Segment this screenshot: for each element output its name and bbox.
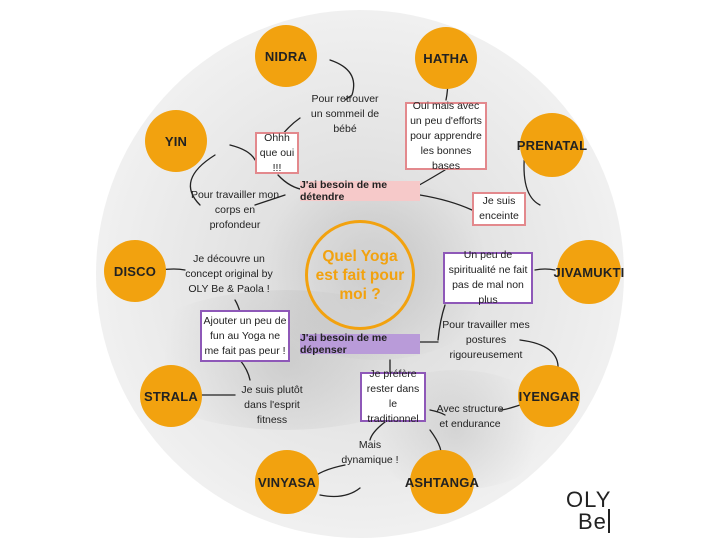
- node-ashtanga: ASHTANGA: [405, 450, 479, 514]
- label-dynamic: Mais dynamique !: [341, 439, 399, 466]
- connector: [229, 144, 256, 161]
- label-concept: Je découvre un concept original by OLY B…: [185, 253, 273, 295]
- box-pregnant: Je suis enceinte: [472, 192, 526, 226]
- node-strala: STRALA: [140, 365, 202, 427]
- node-hatha: HATHA: [415, 27, 477, 89]
- connector: [239, 359, 251, 381]
- box-ohhh: Ohhh que oui !!!: [255, 132, 299, 174]
- box-effort: Oui mais avec un peu d'efforts pour appr…: [405, 100, 487, 172]
- node-iyengar: IYENGAR: [518, 365, 580, 427]
- connector: [254, 194, 286, 206]
- banner-spend: J'ai besoin de me dépenser: [300, 332, 420, 356]
- box-fun: Ajouter un peu de fun au Yoga ne me fait…: [200, 310, 290, 362]
- node-nidra: NIDRA: [255, 25, 317, 87]
- center-question-text: Quel Yoga est fait pour moi ?: [315, 247, 405, 303]
- connector: [329, 59, 355, 101]
- node-jivamukti: JIVAMUKTI: [554, 240, 624, 304]
- logo-bar: [608, 509, 610, 533]
- node-vinyasa: VINYASA: [255, 450, 319, 514]
- label-sleep: Pour retrouver un sommeil de bébé: [310, 93, 380, 135]
- oly-be-logo: OLY Be: [566, 487, 636, 537]
- banner-relax: J'ai besoin de me détendre: [300, 179, 420, 203]
- label-fitness: Je suis plutôt dans l'esprit fitness: [241, 384, 303, 426]
- box-spirit: Un peu de spiritualité ne fait pas de ma…: [443, 249, 533, 306]
- label-structure: Avec structure et endurance: [436, 403, 504, 430]
- connector: [499, 404, 521, 411]
- logo-line1: OLY: [566, 487, 612, 512]
- connector: [429, 409, 446, 416]
- connector: [534, 268, 556, 271]
- node-disco: DISCO: [104, 240, 166, 302]
- connector: [319, 487, 361, 498]
- connector: [437, 304, 446, 341]
- label-postures: Pour travailler mes postures rigoureusem…: [442, 319, 530, 361]
- logo-line2: Be: [578, 509, 607, 534]
- connector: [369, 421, 386, 441]
- box-traditional: Je préfère rester dans le traditionnel: [360, 368, 426, 425]
- connector: [419, 194, 473, 211]
- label-deep: Pour travailler mon corps en profondeur: [190, 189, 280, 231]
- node-yin: YIN: [145, 110, 207, 172]
- center-question: Quel Yoga est fait pour moi ?: [305, 220, 415, 330]
- connector: [189, 154, 216, 206]
- node-prenatal: PRENATAL: [517, 113, 587, 177]
